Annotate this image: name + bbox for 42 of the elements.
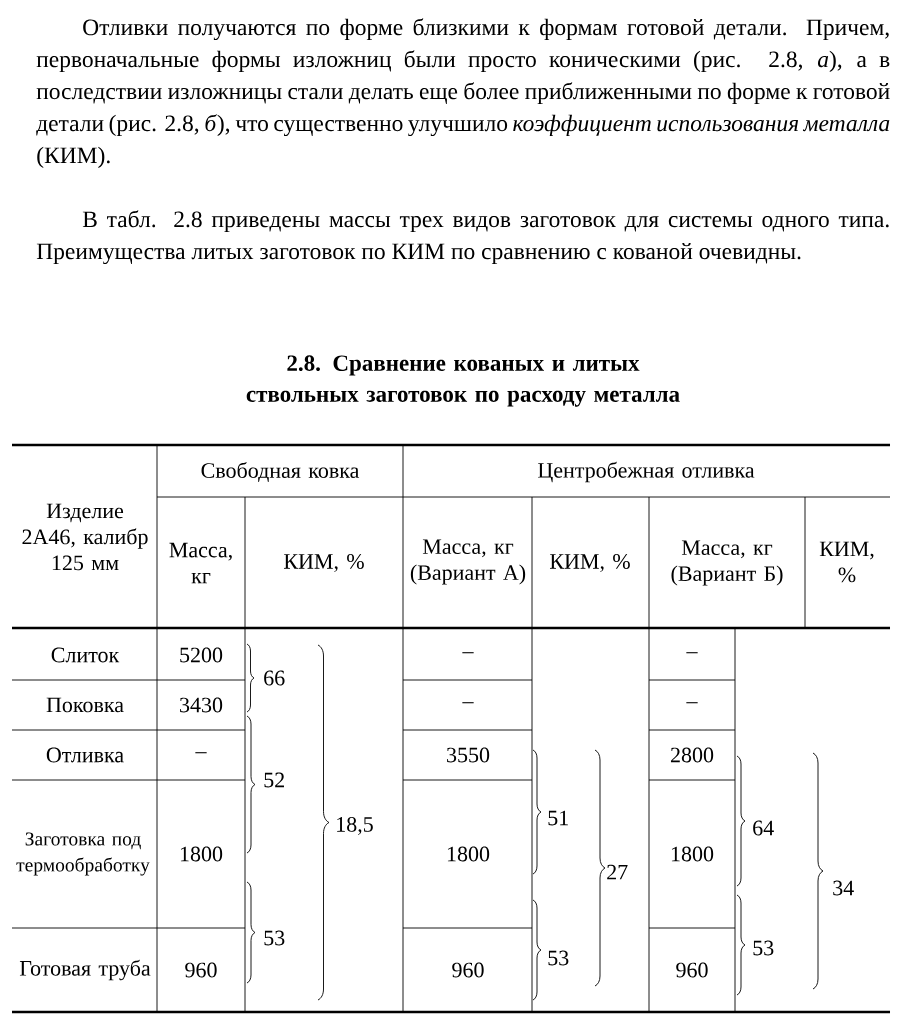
percent-value: 18,5 xyxy=(337,817,373,835)
table-cell: – xyxy=(462,702,474,704)
table-cell: 960 xyxy=(185,962,217,978)
percent-value: 53 xyxy=(753,940,774,956)
column-header: Центробежная отливка xyxy=(538,461,755,483)
column-header: КИМ, % xyxy=(819,541,874,583)
percent-value: 51 xyxy=(548,810,568,826)
percent-value: 64 xyxy=(753,820,774,836)
table-cell: – xyxy=(462,652,474,654)
table-cell: Поковка xyxy=(46,697,124,713)
percent-value: 34 xyxy=(833,880,854,896)
table-cell: 2800 xyxy=(671,747,714,763)
table-cell: 960 xyxy=(452,962,484,978)
table-cell: 5200 xyxy=(180,647,223,663)
column-header: КИМ, % xyxy=(550,554,630,572)
paragraph: В табл. 2.8 приведены массы трех видов заготовок для системы одного типа. Преимущества литых заготовок по КИМ по сравнению с кованой очевидны. xyxy=(36,210,889,265)
table-cell: Готовая труба xyxy=(19,959,151,981)
column-header: Свободная ковка xyxy=(201,462,360,482)
table-cell: Отливка xyxy=(46,747,124,763)
percent-value: 52 xyxy=(264,772,284,788)
column-header: Масса, кг xyxy=(169,542,232,584)
table-cell: 3550 xyxy=(447,747,490,763)
table-title: 2.8. Сравнение кованых и литых ствольных заготовок по расходу металла xyxy=(246,355,680,407)
table-cell: – xyxy=(195,752,207,754)
table-cell: Заготовка под термообработку xyxy=(16,832,150,876)
table-cell: – xyxy=(686,702,698,704)
table-cell: 3430 xyxy=(180,697,223,713)
column-header: Масса, кг (Вариант А) xyxy=(410,539,526,585)
table-cell: 1800 xyxy=(180,846,223,862)
table-cell: Слиток xyxy=(51,647,120,663)
percent-value: 27 xyxy=(607,864,628,880)
table-cell: 1800 xyxy=(447,846,490,862)
percent-value: 66 xyxy=(264,670,285,686)
table-cell: 960 xyxy=(676,962,708,978)
column-header: Масса, кг (Вариант Б) xyxy=(671,540,783,586)
percent-value: 53 xyxy=(264,930,285,946)
paragraph: Отливки получаются по форме близкими к формам готовой детали. Причем, первоначальные формы изложниц были просто коническими (рис. 2.8, а), а в последствии изложницы стали делать еще более приближенными по форме к готовой детали (рис. 2.8, б), что существенно улучшило коэффициент использования металла (КИМ). xyxy=(36,18,890,169)
percent-value: 53 xyxy=(548,950,569,966)
column-header: КИМ, % xyxy=(284,554,364,572)
column-header: Изделие 2А46, калибр 125 мм xyxy=(22,503,148,571)
table-cell: 1800 xyxy=(671,846,714,862)
table-cell: – xyxy=(686,652,698,654)
